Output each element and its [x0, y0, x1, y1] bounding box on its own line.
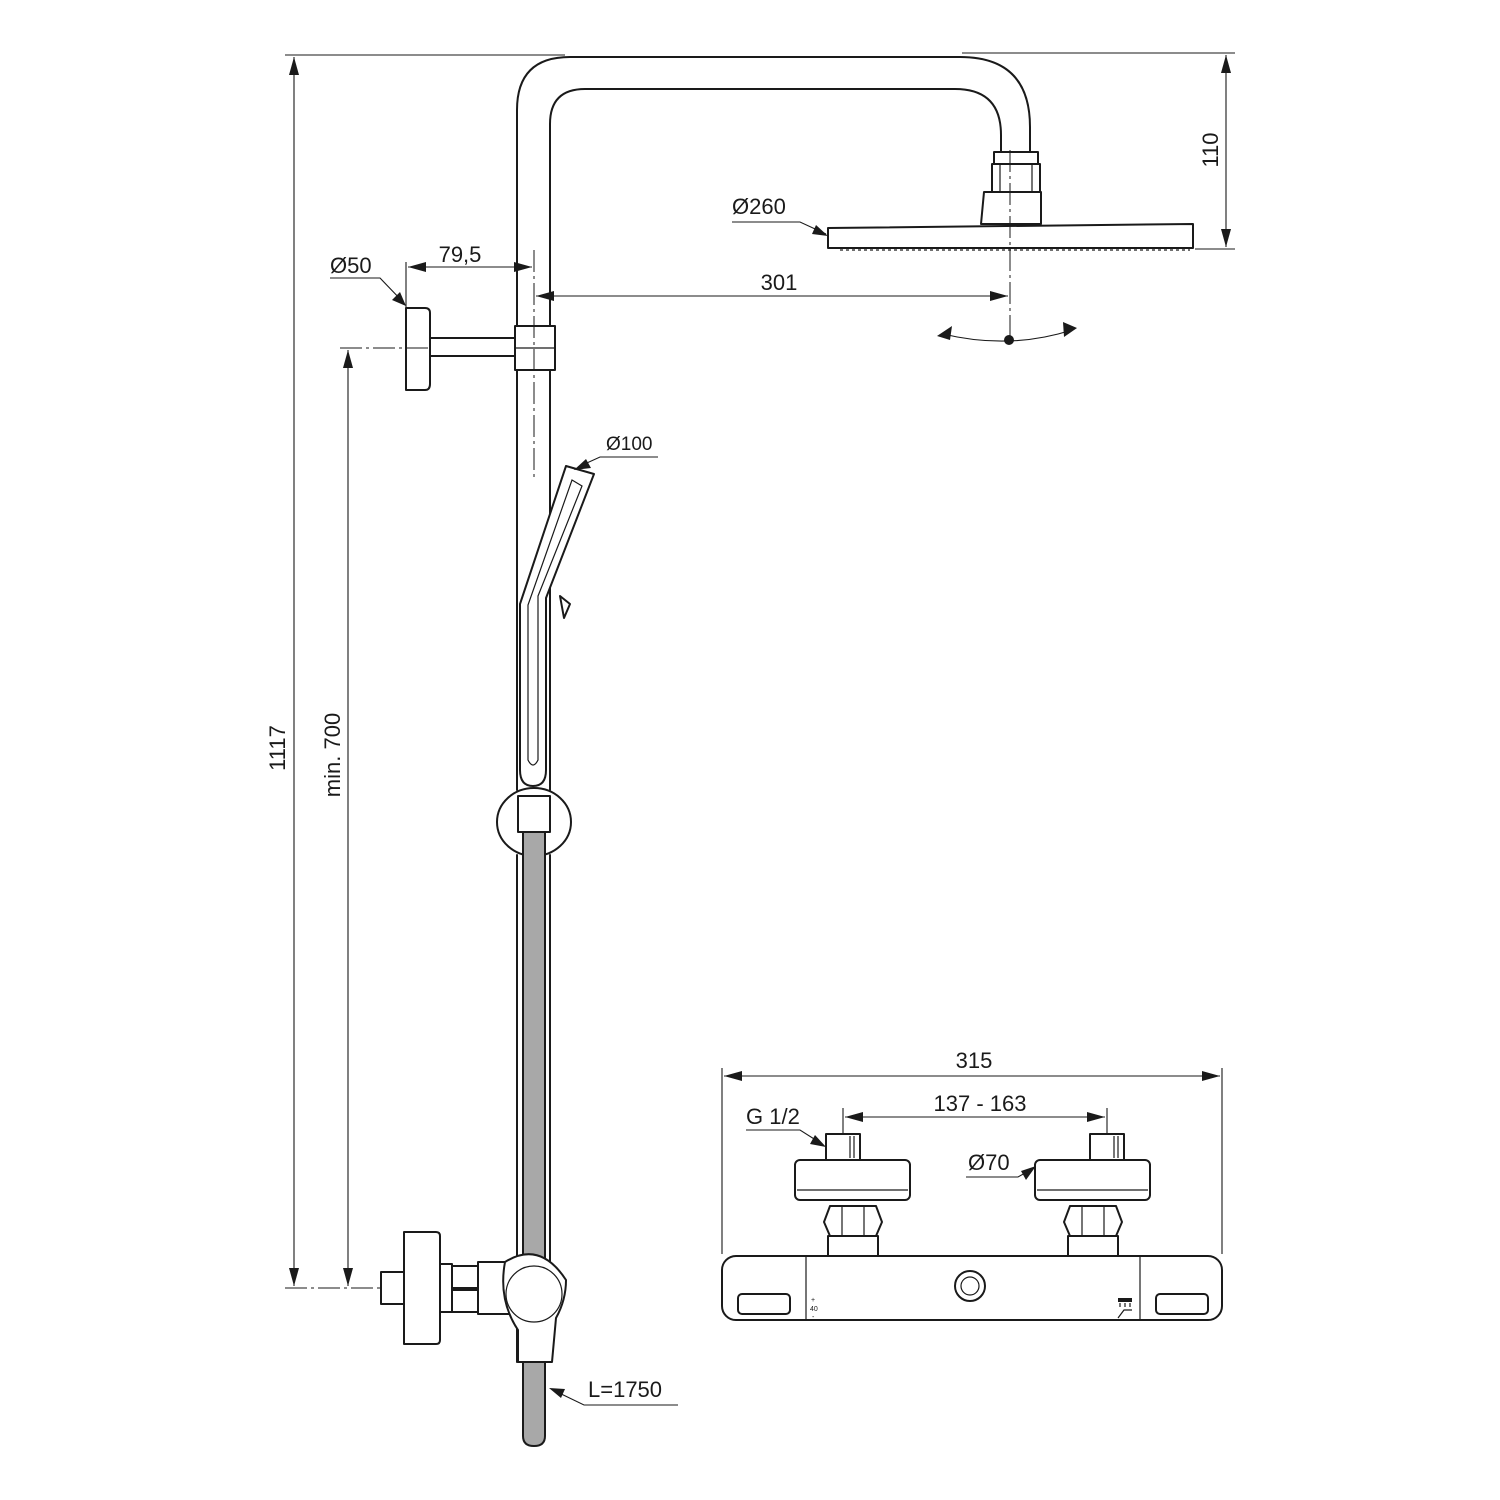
dim-head-diameter: Ø260: [732, 194, 786, 219]
dim-head-projection: 301: [761, 270, 798, 295]
wall-bracket-lower: [403, 1231, 441, 1345]
axis-lines: [285, 150, 1011, 1289]
escutcheon-right: [1034, 1159, 1151, 1201]
head-stem: [980, 191, 1042, 225]
mixer-dimensions: 315 137 - 163 G 1/2 Ø70: [721, 1048, 1223, 1254]
dim-min-height: min. 700: [320, 713, 345, 797]
dimension-labels: 1117 min. 700 110 Ø50 79,5 301 Ø260 Ø100…: [265, 132, 1223, 1402]
rotation-indicator: [937, 322, 1077, 345]
dim-escutcheon-diameter: Ø70: [968, 1150, 1010, 1175]
inlet-thread-side: [380, 1271, 405, 1305]
shower-column: [380, 56, 1194, 1448]
marking-minus: -: [812, 1314, 815, 1321]
shower-symbol-icon: [1118, 1298, 1132, 1307]
dim-bracket-offset: 79,5: [439, 242, 482, 267]
hex-nut-right: [1063, 1205, 1123, 1237]
dim-mixer-width: 315: [956, 1048, 993, 1073]
hand-shower-button: [559, 595, 571, 619]
mixer-front-view: + 40 -: [721, 1133, 1223, 1321]
dim-inlet-centres: 137 - 163: [934, 1091, 1027, 1116]
handle-grip-left: [737, 1293, 791, 1315]
mixer-body-side: [502, 1253, 567, 1363]
marking-plus: +: [811, 1297, 815, 1304]
inlet-thread-left: [825, 1133, 861, 1161]
dimension-lines: [285, 52, 1235, 1406]
head-nut: [993, 151, 1039, 165]
riser-arm-outline: [516, 56, 1031, 791]
nut-lower: [451, 1289, 479, 1313]
spout-symbol-icon: [1117, 1309, 1132, 1319]
outlet: [954, 1270, 986, 1302]
escutcheon-left: [794, 1159, 911, 1201]
bracket-arm: [429, 337, 516, 357]
dim-hand-shower-diameter: Ø100: [606, 434, 652, 455]
hand-shower: [519, 465, 595, 787]
head-connector: [991, 163, 1041, 193]
dim-hose-length: L=1750: [588, 1377, 662, 1402]
marking-temp: 40: [810, 1306, 818, 1313]
dim-bracket-diameter: Ø50: [330, 253, 372, 278]
dim-head-drop: 110: [1198, 132, 1223, 167]
dim-inlet-thread: G 1/2: [746, 1104, 800, 1129]
inlet-thread-right: [1089, 1133, 1125, 1161]
hex-nut-left: [823, 1205, 883, 1237]
wall-bracket-upper: [405, 307, 431, 391]
nut-upper: [451, 1265, 479, 1289]
handle-grip-right: [1155, 1293, 1209, 1315]
dim-total-height: 1117: [265, 725, 290, 771]
